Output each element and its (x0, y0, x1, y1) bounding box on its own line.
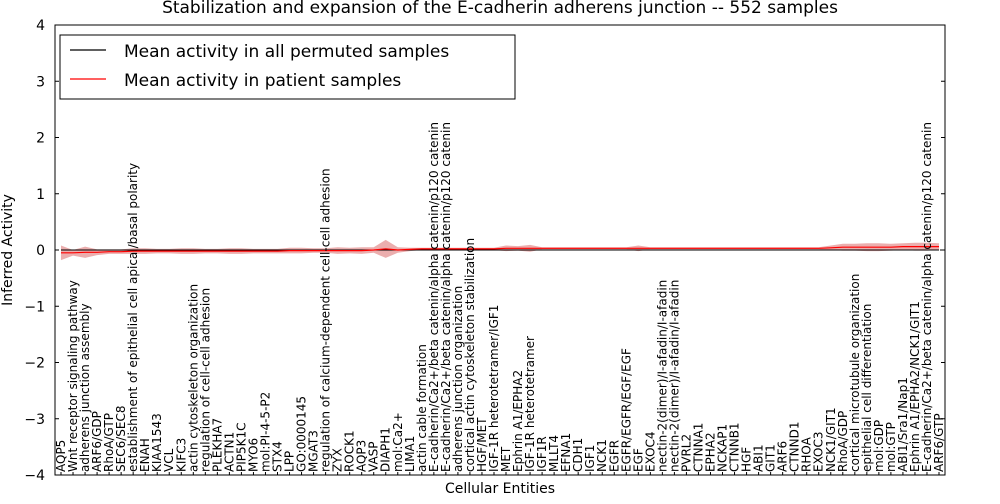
x-tick-label: cortical microtubule organization (848, 274, 862, 472)
x-tick-label: EXOC4 (643, 431, 657, 472)
x-tick-label: epithelial cell differentiation (860, 304, 874, 472)
x-tick-label: VASP (367, 441, 381, 472)
x-tick-label: E-cadherin/Ca2+/beta catenin/alpha caten… (427, 122, 441, 472)
x-tick-label: mol:GTP (884, 422, 898, 472)
x-tick-label: VCL (162, 448, 176, 472)
x-tick-label: regulation of calcium-dependent cell-cel… (319, 168, 333, 472)
y-tick-label: −1 (24, 299, 45, 315)
y-tick-label: −4 (24, 468, 45, 484)
x-tick-label: DIAPH1 (379, 427, 393, 472)
x-tick-label: CTNNA1 (692, 423, 706, 473)
legend-frame (59, 34, 516, 100)
x-tick-label: IGF-1R heterotetramer/IGF1 (487, 305, 501, 472)
x-tick-label: GO:0000145 (295, 396, 309, 472)
x-tick-label: RhoA/GDP (836, 411, 850, 472)
legend-label-permuted: Mean activity in all permuted samples (124, 42, 449, 62)
x-tick-label: HGF/MET (475, 417, 489, 472)
x-tick-label: MGAT3 (307, 430, 321, 472)
x-tick-label: LIMA1 (403, 436, 417, 472)
x-tick-label: KIAA1543 (150, 413, 164, 472)
x-tick-label: HGF (740, 447, 754, 472)
x-tick-label: EFNA1 (559, 433, 573, 472)
x-tick-label: MYO6 (246, 438, 260, 472)
x-tick-label: NCKAP1 (716, 424, 730, 472)
x-tick-label: adherens junction organization (451, 286, 465, 472)
x-tick-label: EXOC3 (812, 431, 826, 472)
x-tick-label: Ephrin A1/EPHA2 (511, 370, 525, 472)
x-tick-label: ZYX (331, 448, 345, 472)
x-tick-label: MLLT4 (547, 435, 561, 472)
x-tick-label: STX4 (271, 441, 285, 472)
y-tick-label: 4 (36, 18, 45, 34)
x-tick-label: GIT1 (764, 444, 778, 472)
x-tick-label: Ephrin A1/EPHA2/NCK1/GIT1 (908, 301, 922, 472)
y-tick-label: 1 (36, 187, 45, 203)
x-tick-label: nectin-2(dimer)/I-afadin/I-afadin (655, 280, 669, 472)
x-tick-label: establishment of epithelial cell apical/… (126, 163, 140, 472)
x-axis-label: Cellular Entities (445, 481, 555, 497)
x-tick-label: ABI1 (752, 444, 766, 472)
y-tick-label: 2 (36, 131, 45, 147)
x-tick-label: AQP5 (54, 440, 68, 472)
x-tick-label: AQP3 (355, 440, 369, 472)
x-tick-label: MET (499, 446, 513, 472)
x-tick-label: EGFR/EGFR/EGF/EGF (619, 348, 633, 472)
x-tick-label: cortical actin cytoskeleton stabilizatio… (463, 238, 477, 472)
x-tick-label: mol:Ca2+ (391, 412, 405, 472)
x-tick-label: IGF1 (583, 445, 597, 472)
x-tick-label: adherens junction assembly (78, 303, 92, 472)
y-tick-label: −3 (24, 412, 45, 428)
legend: Mean activity in all permuted samples Me… (59, 34, 516, 100)
x-tick-label: ROCK1 (343, 430, 357, 472)
chart-title: Stabilization and expansion of the E-cad… (162, 0, 838, 18)
x-tick-label: PIP5K1C (234, 422, 248, 472)
y-tick-label: 3 (36, 74, 45, 90)
x-tick-label: EPHA2 (704, 432, 718, 472)
x-tick-label: nectin-2(dimer)/I-afadin/I-afadin (667, 280, 681, 472)
y-axis-label: Inferred Activity (0, 194, 16, 306)
x-tick-label: Wnt receptor signaling pathway (66, 280, 80, 472)
x-tick-label: ACTN1 (222, 432, 236, 472)
x-tick-label: regulation of cell-cell adhesion (198, 288, 212, 472)
x-tick-label: ARF6/GTP (932, 413, 946, 472)
x-tick-label: actin cytoskeleton organization (186, 284, 200, 472)
x-tick-label: ARF6/GDP (90, 411, 104, 472)
x-tick-label: NCK1/GIT1 (824, 407, 838, 472)
x-tick-label: ABI1/Sra1/Nap1 (896, 377, 910, 472)
x-tick-label: SEC6/SEC8 (114, 405, 128, 471)
x-tick-label: PLEKHA7 (210, 418, 224, 472)
x-tick-label: mol:GDP (872, 420, 886, 472)
x-tick-label: KIFC3 (174, 438, 188, 472)
x-tick-label: EGFR (607, 440, 621, 472)
x-tick-label: CTNND1 (788, 421, 802, 472)
x-tick-label: ENAH (138, 438, 152, 472)
y-tick-label: −2 (24, 356, 45, 372)
x-tick-label: E-cadherin/Ca2+/beta catenin/alpha caten… (920, 122, 934, 472)
x-tick-label: ARF6 (776, 441, 790, 472)
x-tick-label: actin cable formation (415, 344, 429, 472)
series-line-patient (61, 246, 939, 254)
x-tick-label: RHOA (800, 436, 814, 472)
x-tick-label: RhoA/GTP (102, 413, 116, 472)
x-tick-label: NCK1 (595, 439, 609, 472)
x-tick-label: E-cadherin/Ca2+/beta catenin/alpha caten… (439, 122, 453, 472)
x-tick-label: IGF1R (535, 436, 549, 472)
x-tick-label: LPP (283, 451, 297, 472)
x-tick-label: IGF-1R heterotetramer (523, 336, 537, 472)
x-tick-label: EGF (631, 448, 645, 472)
x-tick-label: PVRL2 (679, 434, 693, 472)
y-tick-label: 0 (36, 243, 45, 259)
x-tick-label: CTNNB1 (728, 422, 742, 472)
x-tick-label: mol:PI-4-5-P2 (259, 392, 273, 472)
x-tick-label: CDH1 (571, 438, 585, 472)
legend-label-patient: Mean activity in patient samples (124, 71, 401, 91)
